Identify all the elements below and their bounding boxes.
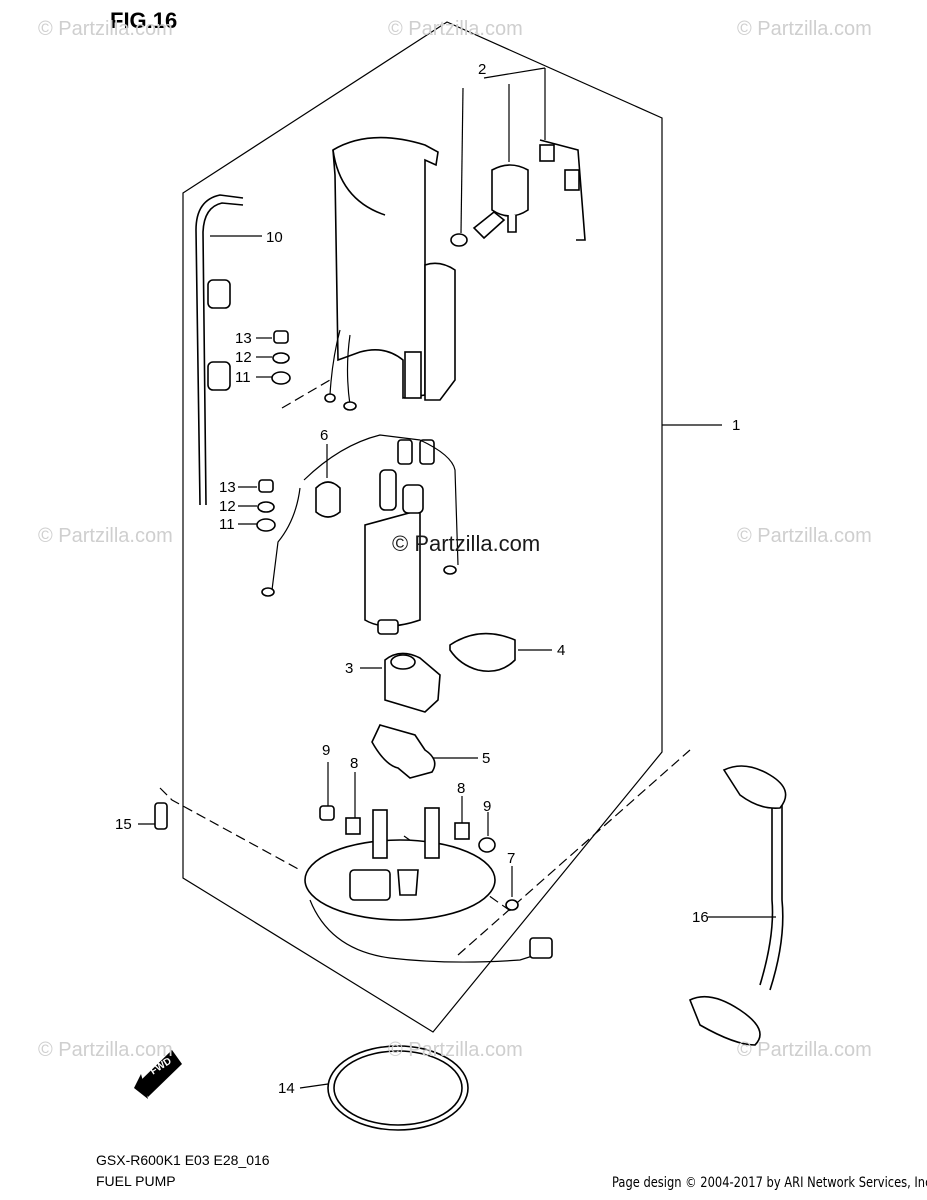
callout-5[interactable]: 5: [482, 750, 491, 767]
center-watermark: © Partzilla.com: [392, 531, 541, 556]
callout-1[interactable]: 1: [732, 417, 741, 434]
watermark: © Partzilla.com: [737, 525, 872, 547]
breather-hose: [195, 194, 244, 506]
watermark: © Partzilla.com: [38, 18, 173, 40]
callout-15[interactable]: 15: [115, 816, 132, 833]
pump-motor: [261, 434, 459, 635]
copyright-notice: Page design © 2004-2017 by ARI Network S…: [612, 1175, 927, 1191]
pump-holders: [384, 632, 516, 713]
callout-10[interactable]: 10: [266, 229, 283, 246]
callout-9[interactable]: 9: [322, 742, 331, 759]
part-name: FUEL PUMP: [96, 1173, 176, 1189]
callout-8[interactable]: 8: [457, 780, 466, 797]
callout-13[interactable]: 13: [235, 330, 252, 347]
pump-bracket: [371, 724, 436, 779]
leader-lines: [138, 67, 776, 1089]
bolts-clips: [319, 805, 496, 853]
watermark: © Partzilla.com: [737, 1039, 872, 1061]
fuel-hose: [688, 765, 787, 1046]
callout-11[interactable]: 11: [219, 516, 235, 533]
assembly-boundary: [182, 21, 663, 1033]
pump-housing: [324, 136, 456, 411]
watermark: © Partzilla.com: [38, 525, 173, 547]
figure-title: FIG.16: [110, 8, 178, 33]
callout-12[interactable]: 12: [235, 349, 252, 366]
fwd-arrow-icon: [134, 1050, 182, 1099]
callout-4[interactable]: 4: [557, 642, 566, 659]
callout-7[interactable]: 7: [507, 850, 516, 867]
callout-16[interactable]: 16: [692, 909, 709, 926]
watermark: © Partzilla.com: [38, 1039, 173, 1061]
callout-12[interactable]: 12: [219, 498, 236, 515]
washers-nuts: [256, 330, 291, 532]
callout-8[interactable]: 8: [350, 755, 359, 772]
callout-2[interactable]: 2: [478, 61, 487, 78]
callout-11[interactable]: 11: [235, 369, 251, 386]
watermark: © Partzilla.com: [388, 1039, 523, 1061]
bolt-15: [154, 802, 168, 830]
watermark: © Partzilla.com: [737, 18, 872, 40]
pressure-regulator: [450, 139, 586, 247]
callout-13[interactable]: 13: [219, 479, 236, 496]
callout-6[interactable]: 6: [320, 427, 329, 444]
o-ring: [327, 1045, 469, 1131]
pump-base-plate: [304, 807, 553, 963]
watermark: © Partzilla.com: [388, 18, 523, 40]
model-code: GSX-R600K1 E03 E28_016: [96, 1152, 270, 1168]
callout-9[interactable]: 9: [483, 798, 492, 815]
callout-14[interactable]: 14: [278, 1080, 295, 1097]
callout-3[interactable]: 3: [345, 660, 354, 677]
